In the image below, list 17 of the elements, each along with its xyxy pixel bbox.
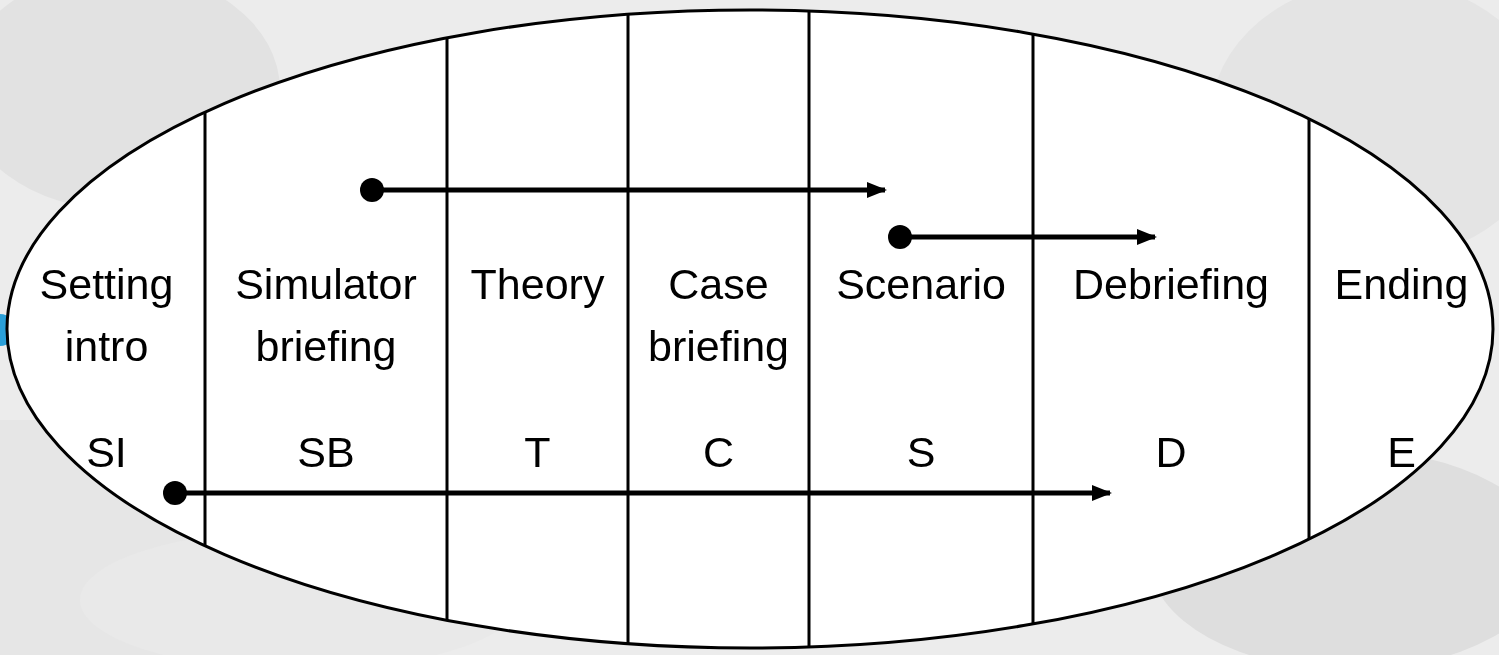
phase-name: Debriefing xyxy=(1072,259,1270,310)
phase-name: Scenario xyxy=(835,259,1007,310)
phase-name: Simulator briefing xyxy=(234,259,418,373)
arrow xyxy=(163,481,1112,505)
phase-abbreviation: C xyxy=(701,428,736,477)
phase-abbreviation: SI xyxy=(85,428,128,477)
phase-name: Setting intro xyxy=(38,259,175,373)
phase-abbreviation: S xyxy=(905,428,937,477)
phase-abbreviation: SB xyxy=(296,428,356,477)
phase-name: Ending xyxy=(1333,259,1470,310)
phase-name: Case briefing xyxy=(647,259,790,373)
phase-abbreviation: T xyxy=(523,428,552,477)
phase-abbreviation: D xyxy=(1154,428,1188,477)
phase-abbreviation: E xyxy=(1386,428,1417,477)
arrow xyxy=(888,225,1157,249)
phase-name: Theory xyxy=(469,259,606,310)
arrow xyxy=(360,178,887,202)
